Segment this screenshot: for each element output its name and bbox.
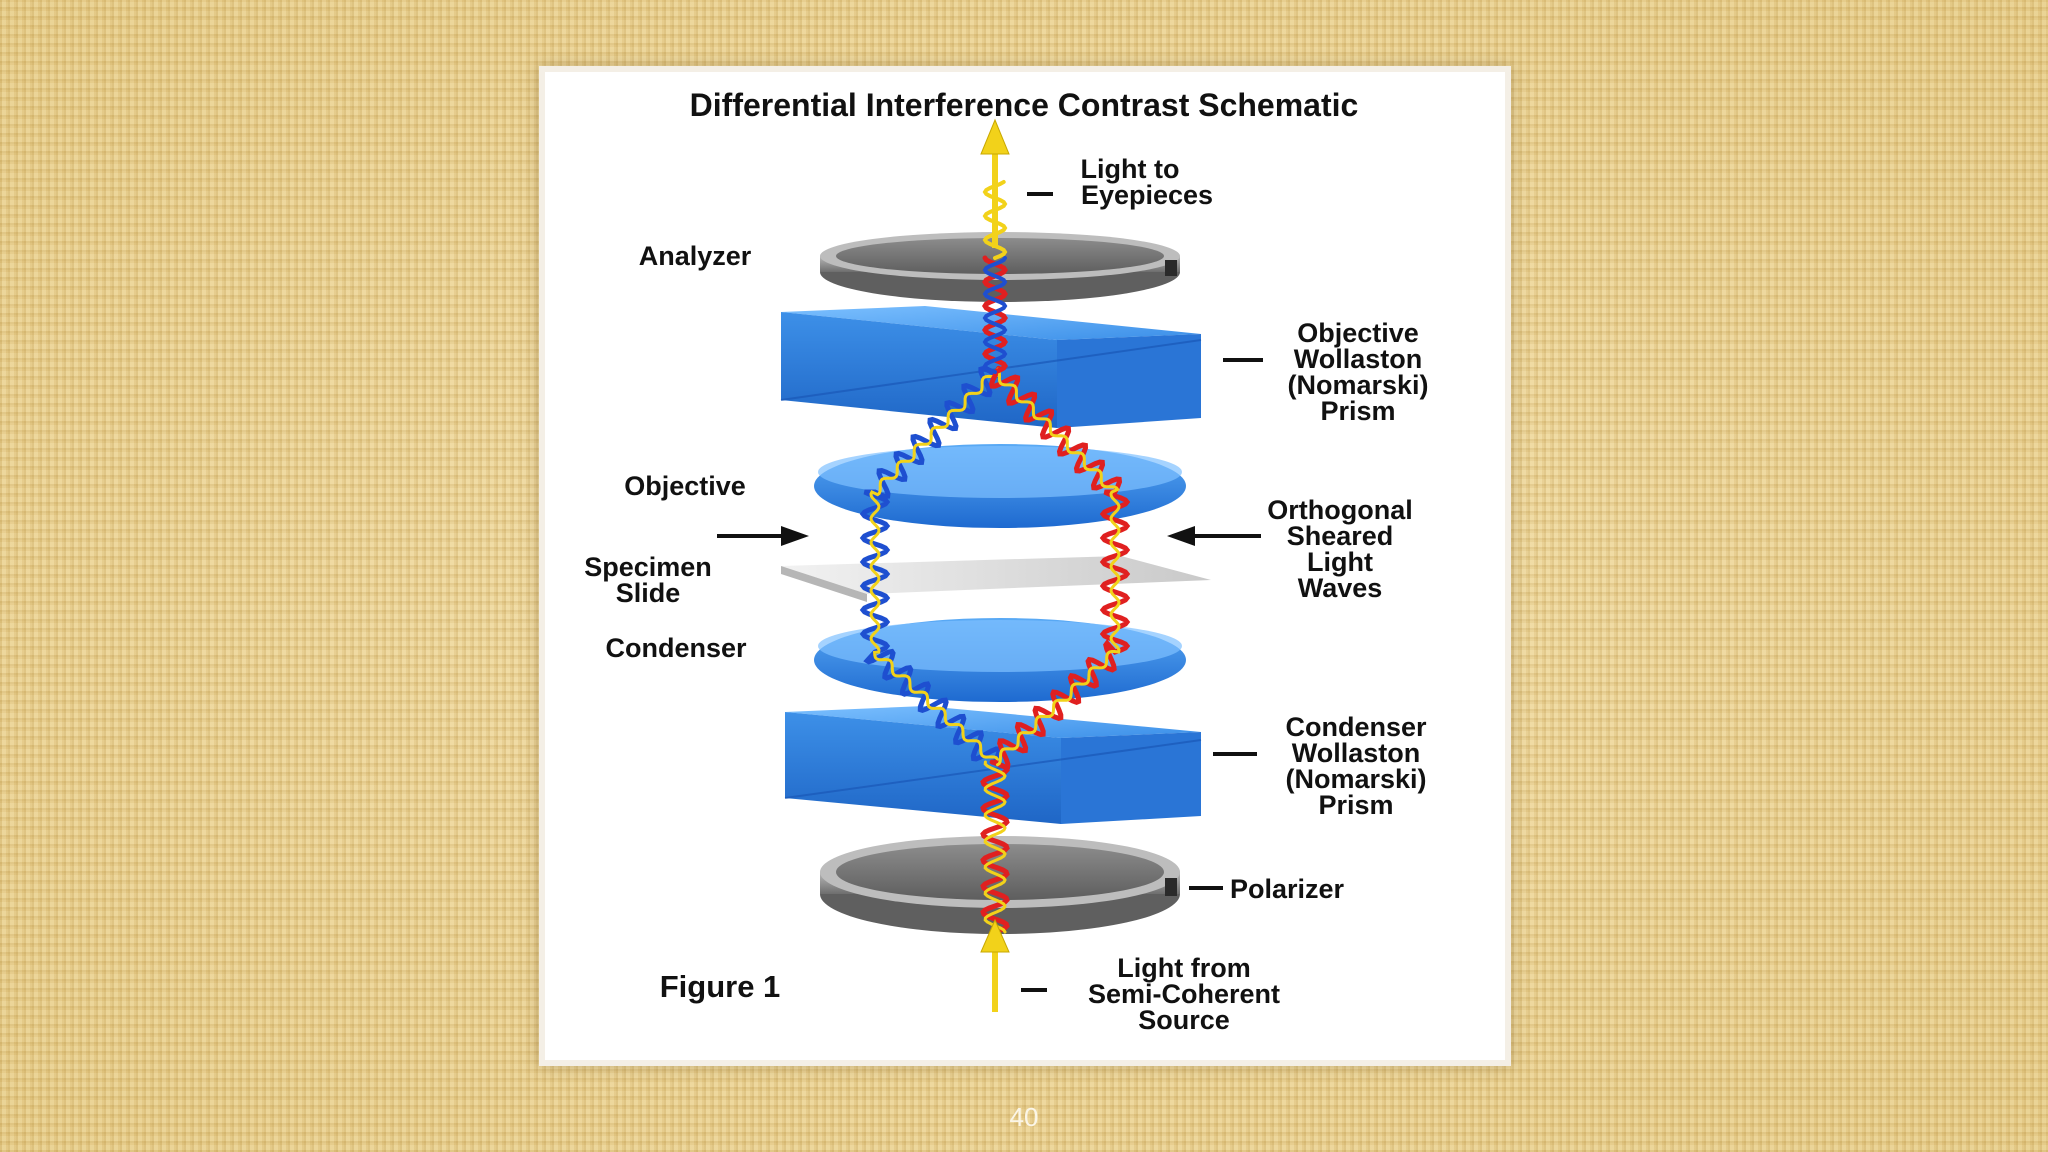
wave-yellow-right	[996, 367, 1121, 767]
dic-schematic-diagram: Differential Interference Contrast Schem…	[584, 87, 1428, 1035]
leader-lines	[1021, 192, 1263, 992]
svg-text:Source: Source	[1138, 1005, 1230, 1035]
polarizer-disk	[820, 836, 1180, 934]
svg-text:(Nomarski): (Nomarski)	[1287, 370, 1428, 400]
svg-text:Prism: Prism	[1320, 396, 1395, 426]
label-analyzer: Analyzer	[639, 241, 752, 271]
svg-text:Sheared: Sheared	[1287, 521, 1394, 551]
svg-text:Condenser: Condenser	[1285, 712, 1427, 742]
right-pointing-arrow	[1167, 526, 1261, 546]
svg-text:Slide: Slide	[616, 578, 681, 608]
label-light-to-eyepieces: Light to Eyepieces	[1081, 154, 1214, 210]
svg-text:Light: Light	[1307, 547, 1373, 577]
label-objective-wollaston-prism: Objective Wollaston (Nomarski) Prism	[1287, 318, 1428, 426]
svg-text:Semi-Coherent: Semi-Coherent	[1088, 979, 1280, 1009]
condenser-wollaston-prism	[784, 706, 1202, 824]
label-light-from-source: Light from Semi-Coherent Source	[1088, 953, 1280, 1035]
wave-blue-upper	[982, 256, 1008, 374]
svg-text:Orthogonal: Orthogonal	[1267, 495, 1412, 525]
svg-text:Objective: Objective	[1297, 318, 1419, 348]
objective-lens	[814, 444, 1186, 528]
svg-text:Wollaston: Wollaston	[1294, 344, 1423, 374]
light-waves	[859, 180, 1131, 935]
wave-yellow-left	[869, 373, 1000, 761]
diagram-title: Differential Interference Contrast Schem…	[690, 87, 1359, 123]
label-condenser: Condenser	[605, 633, 747, 663]
diagram-frame: Differential Interference Contrast Schem…	[545, 72, 1505, 1060]
label-figure-1: Figure 1	[660, 969, 781, 1004]
specimen-slide	[781, 556, 1211, 602]
wave-yellow-lower	[983, 760, 1007, 934]
light-up-arrow-top	[980, 118, 1010, 248]
label-condenser-wollaston-prism: Condenser Wollaston (Nomarski) Prism	[1285, 712, 1427, 820]
label-orthogonal-sheared-light-waves: Orthogonal Sheared Light Waves	[1267, 495, 1412, 603]
label-polarizer: Polarizer	[1230, 874, 1345, 904]
svg-text:Prism: Prism	[1318, 790, 1393, 820]
svg-text:Eyepieces: Eyepieces	[1081, 180, 1213, 210]
left-pointing-arrow	[717, 526, 809, 546]
svg-text:Waves: Waves	[1298, 573, 1383, 603]
svg-text:Wollaston: Wollaston	[1292, 738, 1421, 768]
svg-text:Specimen: Specimen	[584, 552, 712, 582]
wave-red-right	[988, 365, 1131, 770]
label-specimen-slide: Specimen Slide	[584, 552, 712, 608]
svg-text:(Nomarski): (Nomarski)	[1285, 764, 1426, 794]
svg-text:Light from: Light from	[1117, 953, 1250, 983]
slide-page-number: 40	[1009, 1102, 1039, 1132]
label-objective: Objective	[624, 471, 746, 501]
light-up-arrow-bottom	[980, 918, 1010, 1012]
svg-text:Light to: Light to	[1081, 154, 1180, 184]
wave-blue-left	[859, 365, 1002, 765]
